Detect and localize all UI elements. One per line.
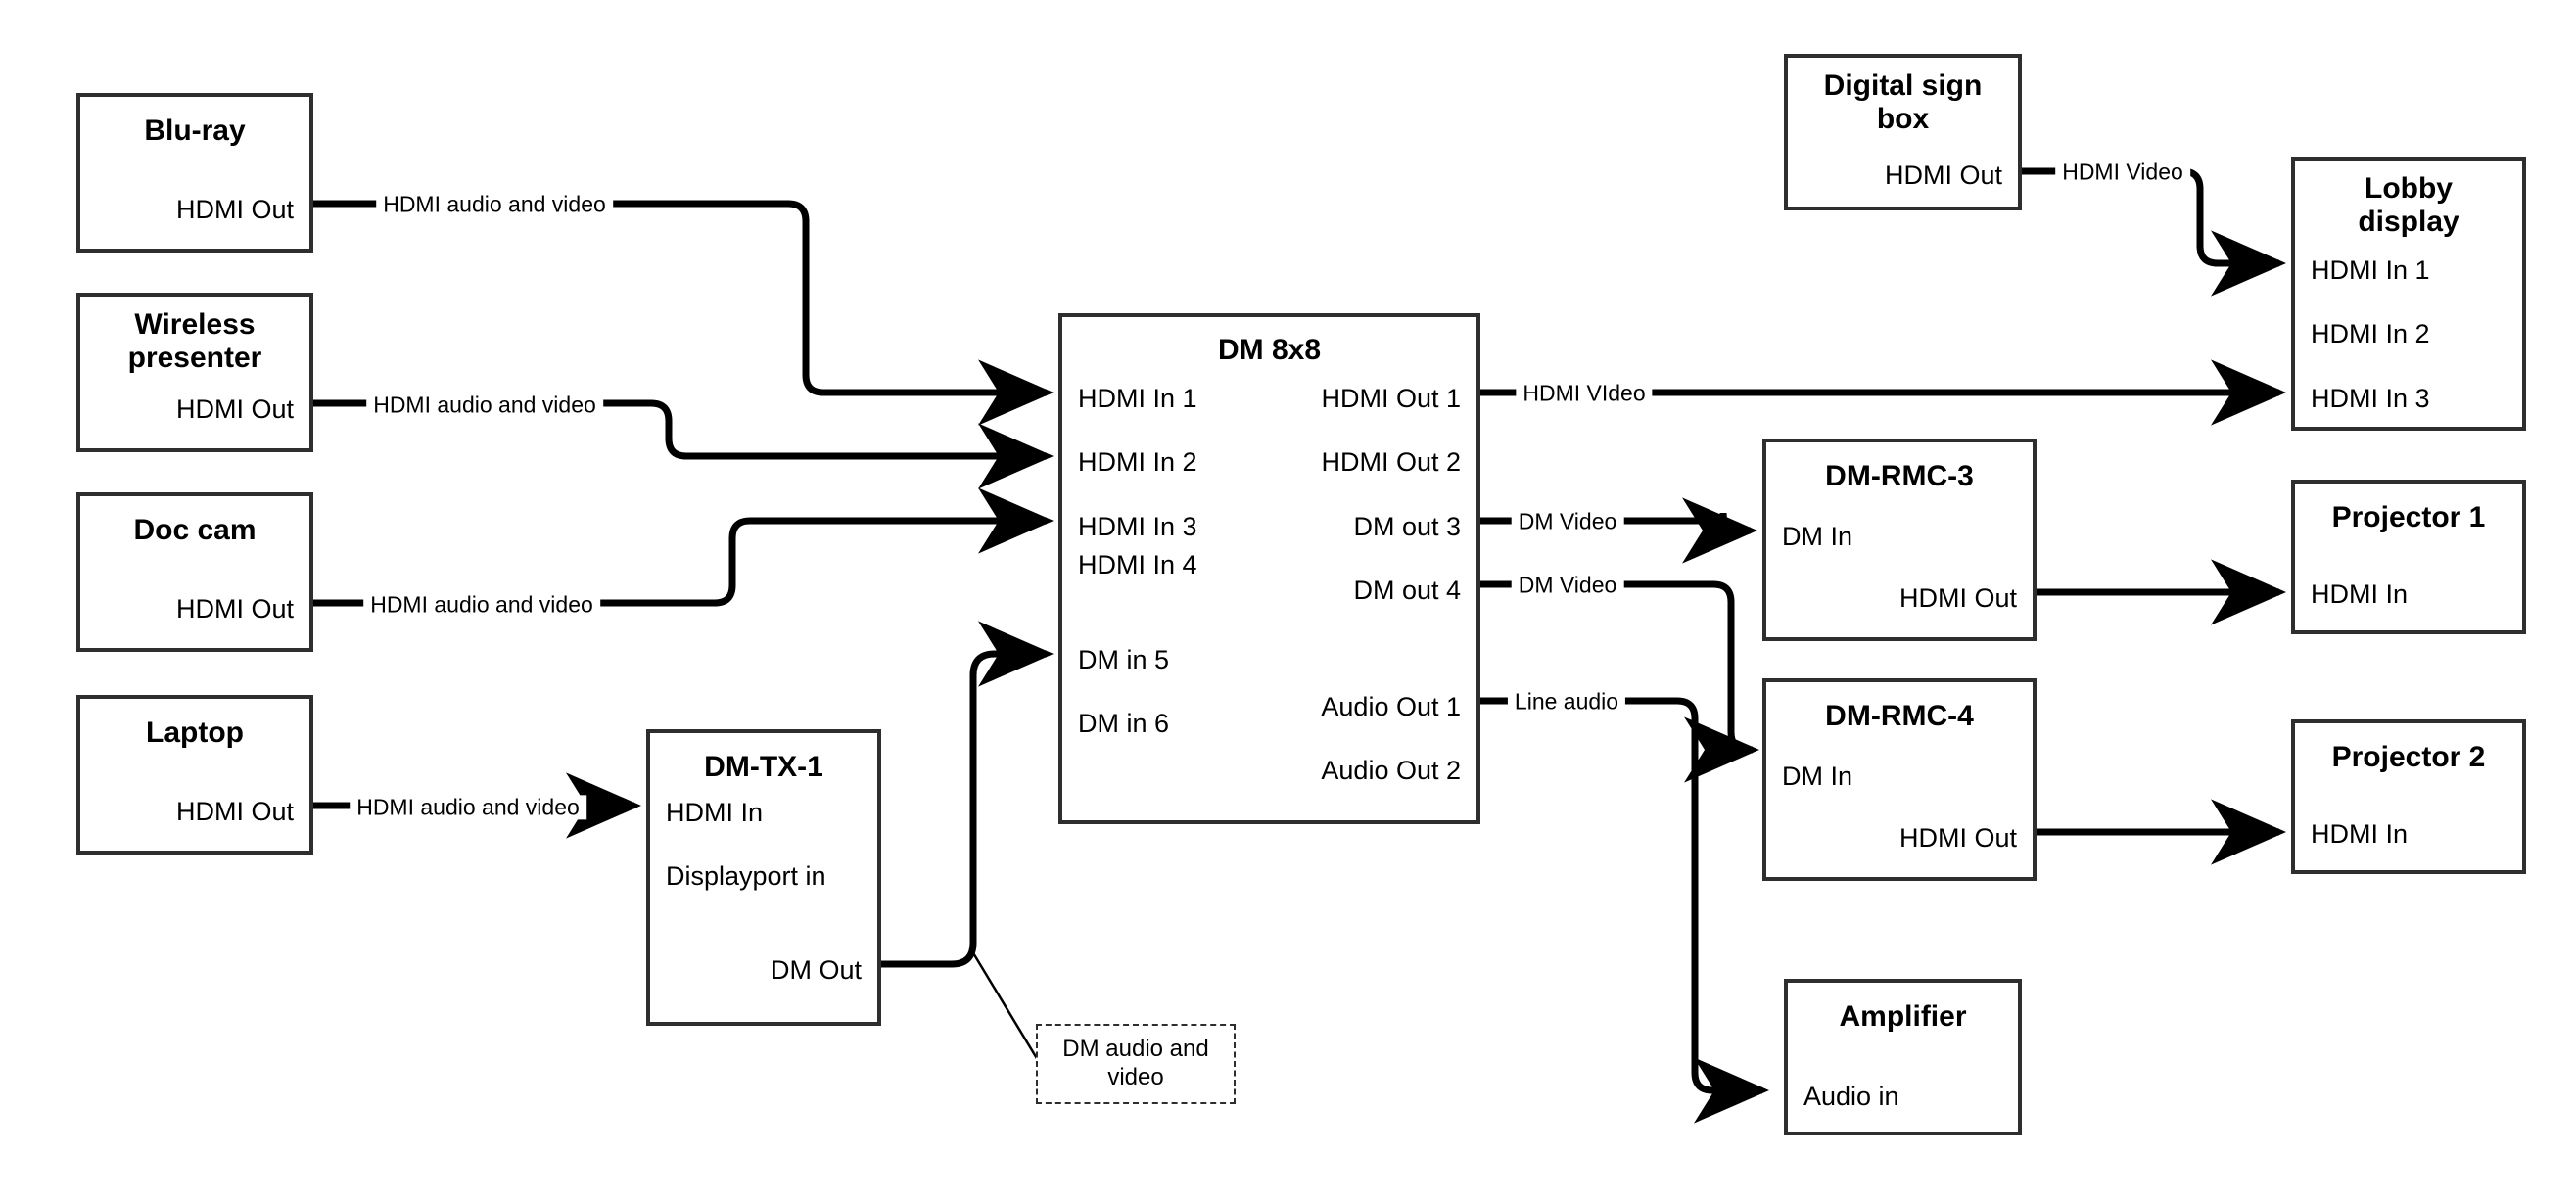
node-blu-ray-title: Blu-ray	[144, 115, 246, 147]
node-doc-cam[interactable]: Doc cam HDMI Out	[76, 492, 313, 652]
node-dm-rmc-3-port-dm-in: DM In	[1782, 522, 1853, 551]
node-dm-8x8-input-hdmi-in-3: HDMI In 3	[1078, 512, 1197, 541]
node-dm-8x8[interactable]: DM 8x8 HDMI In 1 HDMI In 2 HDMI In 3 HDM…	[1058, 313, 1480, 824]
node-dm-8x8-title: DM 8x8	[1217, 334, 1322, 366]
node-doc-cam-port-hdmi-out: HDMI Out	[175, 594, 294, 624]
node-wireless-presenter-title: Wireless presenter	[127, 308, 262, 374]
node-blu-ray[interactable]: Blu-ray HDMI Out	[76, 93, 313, 253]
node-dm-tx-1[interactable]: DM-TX-1 HDMI In Displayport in DM Out	[646, 729, 881, 1026]
node-amplifier-title: Amplifier	[1839, 1000, 1967, 1033]
node-lobby-display-title: Lobby display	[2358, 172, 2459, 238]
wire-label-dm-out3-to-rmc3: DM Video	[1511, 509, 1624, 534]
wire-dm-audio1-to-amp	[1480, 697, 1769, 1124]
node-lobby-display[interactable]: Lobby display HDMI In 1 HDMI In 2 HDMI I…	[2291, 157, 2526, 431]
node-dm-8x8-output-audio-out-2: Audio Out 2	[1321, 756, 1461, 785]
node-projector-1[interactable]: Projector 1 HDMI In	[2291, 480, 2526, 634]
node-dm-8x8-output-hdmi-out-2: HDMI Out 2	[1321, 447, 1461, 477]
node-dm-tx-1-title: DM-TX-1	[704, 751, 823, 783]
callout-dm-audio-and-video: DM audio and video	[1036, 1024, 1236, 1104]
node-dm-rmc-4-title: DM-RMC-4	[1825, 700, 1974, 732]
wire-dm-out4-to-rmc4	[1480, 580, 1759, 783]
node-amplifier-port-audio-in: Audio in	[1803, 1082, 1899, 1111]
node-dm-rmc-4-port-hdmi-out: HDMI Out	[1898, 823, 2017, 853]
wire-label-dm-audio1-to-amp: Line audio	[1507, 689, 1626, 715]
wire-sign-to-lobby-in1	[2022, 167, 2286, 297]
node-dm-rmc-3[interactable]: DM-RMC-3 DM In HDMI Out	[1762, 439, 2037, 641]
node-projector-2[interactable]: Projector 2 HDMI In	[2291, 719, 2526, 874]
wire-label-laptop-to-dmtx1: HDMI audio and video	[350, 795, 586, 820]
node-dm-8x8-input-hdmi-in-4: HDMI In 4	[1078, 550, 1197, 579]
node-projector-1-title: Projector 1	[2331, 501, 2486, 533]
node-projector-2-title: Projector 2	[2331, 741, 2486, 773]
node-dm-8x8-input-hdmi-in-1: HDMI In 1	[1078, 384, 1197, 413]
callout-leader-line	[970, 950, 1040, 1061]
node-laptop[interactable]: Laptop HDMI Out	[76, 695, 313, 855]
wire-label-sign-to-lobby: HDMI Video	[2055, 160, 2190, 185]
node-laptop-port-hdmi-out: HDMI Out	[175, 797, 294, 826]
node-wireless-presenter[interactable]: Wireless presenter HDMI Out	[76, 293, 313, 452]
wire-bluray-to-dm-in1	[313, 200, 1054, 426]
node-dm-8x8-input-hdmi-in-2: HDMI In 2	[1078, 447, 1197, 477]
wire-label-wireless-to-dm: HDMI audio and video	[366, 393, 603, 418]
node-lobby-display-input-hdmi-in-2: HDMI In 2	[2311, 319, 2430, 348]
node-laptop-title: Laptop	[146, 716, 244, 749]
node-dm-8x8-input-dm-in-6: DM in 6	[1078, 709, 1170, 738]
node-dm-tx-1-port-displayport-in: Displayport in	[666, 861, 826, 891]
node-projector-1-port-hdmi-in: HDMI In	[2311, 579, 2409, 609]
node-dm-8x8-output-audio-out-1: Audio Out 1	[1321, 692, 1461, 721]
wire-label-dm-out1-to-lobby: HDMI VIdeo	[1516, 381, 1653, 406]
wire-label-dm-out4-to-rmc4: DM Video	[1511, 573, 1624, 598]
node-dm-8x8-output-hdmi-out-1: HDMI Out 1	[1321, 384, 1461, 413]
node-dm-rmc-3-title: DM-RMC-3	[1825, 460, 1974, 492]
node-digital-sign-box-port-hdmi-out: HDMI Out	[1884, 161, 2002, 190]
wire-dmtx1-to-dm-in5	[881, 621, 1054, 968]
node-doc-cam-title: Doc cam	[133, 514, 257, 546]
node-lobby-display-input-hdmi-in-3: HDMI In 3	[2311, 384, 2430, 413]
node-digital-sign-box-title: Digital sign box	[1823, 69, 1983, 135]
wire-label-bluray-to-dm: HDMI audio and video	[376, 192, 613, 217]
node-amplifier[interactable]: Amplifier Audio in	[1784, 979, 2022, 1135]
node-dm-8x8-output-dm-out-4: DM out 4	[1353, 576, 1461, 605]
node-dm-8x8-output-dm-out-3: DM out 3	[1353, 512, 1461, 541]
wire-label-doccam-to-dm: HDMI audio and video	[363, 592, 600, 618]
node-blu-ray-port-hdmi-out: HDMI Out	[175, 195, 294, 224]
node-dm-rmc-3-port-hdmi-out: HDMI Out	[1898, 583, 2017, 613]
node-dm-8x8-input-dm-in-5: DM in 5	[1078, 645, 1170, 674]
node-projector-2-port-hdmi-in: HDMI In	[2311, 819, 2409, 849]
node-wireless-presenter-port-hdmi-out: HDMI Out	[175, 394, 294, 424]
node-digital-sign-box[interactable]: Digital sign box HDMI Out	[1784, 54, 2022, 210]
node-dm-rmc-4[interactable]: DM-RMC-4 DM In HDMI Out	[1762, 678, 2037, 881]
node-dm-tx-1-port-hdmi-in: HDMI In	[666, 798, 764, 827]
node-dm-tx-1-port-dm-out: DM Out	[770, 955, 862, 985]
node-lobby-display-input-hdmi-in-1: HDMI In 1	[2311, 255, 2430, 285]
node-dm-rmc-4-port-dm-in: DM In	[1782, 762, 1853, 791]
